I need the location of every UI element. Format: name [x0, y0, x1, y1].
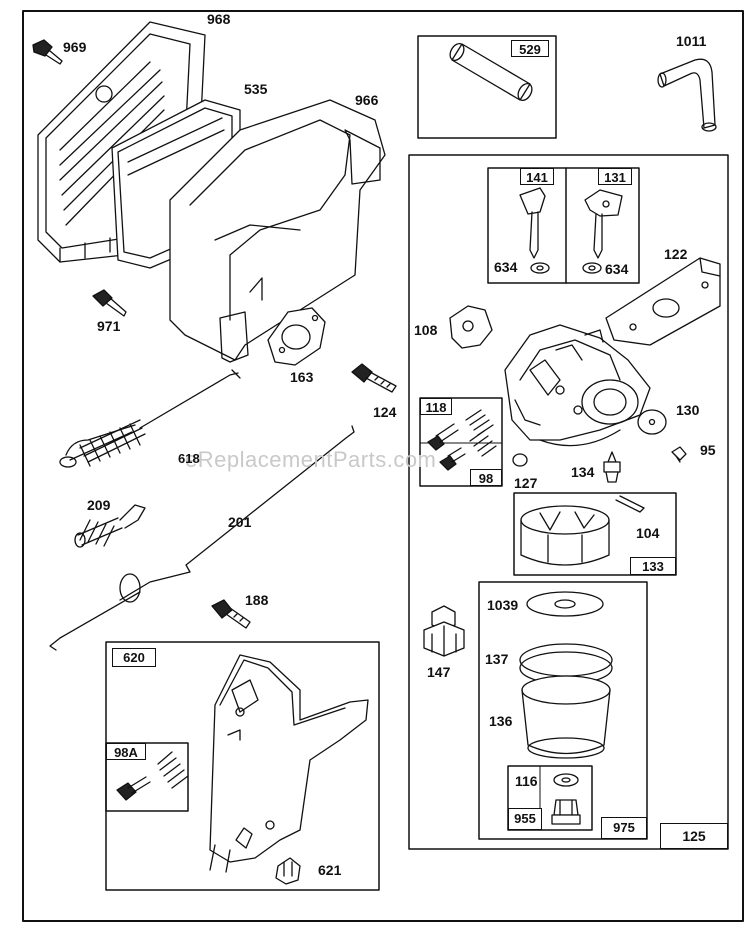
part-133-float	[520, 505, 610, 566]
part-618-spring	[59, 369, 241, 468]
carburetor-body	[504, 324, 651, 447]
label-188: 188	[245, 592, 269, 608]
label-968: 968	[207, 11, 231, 27]
outer-frame	[22, 10, 744, 922]
frame-118-98	[419, 397, 503, 487]
part-969-pin	[32, 39, 63, 65]
label-95: 95	[700, 442, 716, 458]
label-137: 137	[485, 651, 509, 667]
part-955-screw	[551, 799, 581, 825]
kit-975: 975	[601, 817, 647, 839]
label-971: 971	[97, 318, 121, 334]
part-209-spring	[74, 504, 146, 548]
label-163: 163	[290, 369, 314, 385]
label-634-a: 634	[494, 259, 518, 275]
label-134: 134	[571, 464, 595, 480]
label-104: 104	[636, 525, 660, 541]
part-122-spacer	[605, 257, 721, 346]
part-621-clip	[275, 857, 301, 885]
label-535: 535	[244, 81, 268, 97]
label-122: 122	[664, 246, 688, 262]
kit-98: 98	[470, 469, 502, 486]
watermark: eReplacementParts.com	[185, 447, 437, 472]
frame-529	[417, 35, 557, 139]
part-116-washer	[553, 773, 579, 787]
part-104-pin	[615, 495, 645, 513]
part-966-cover	[169, 99, 386, 363]
frame-141-131	[487, 167, 640, 284]
frame-975	[478, 581, 648, 840]
part-127-oring	[512, 453, 528, 467]
label-966: 966	[355, 92, 379, 108]
part-134-needle	[603, 451, 621, 483]
label-116: 116	[515, 773, 538, 789]
part-147-nut	[423, 605, 465, 657]
label-130: 130	[676, 402, 700, 418]
label-1011: 1011	[676, 33, 707, 49]
label-147: 147	[427, 664, 451, 680]
label-201: 201	[228, 514, 252, 530]
part-108-plate	[449, 305, 493, 349]
kit-125: 125	[660, 823, 728, 849]
part-98-screw-spring	[439, 430, 497, 471]
part-124-bolt	[351, 363, 397, 393]
kit-118: 118	[420, 398, 452, 415]
frame-133	[513, 492, 677, 576]
label-136: 136	[489, 713, 513, 729]
label-209: 209	[87, 497, 111, 513]
label-127: 127	[514, 475, 538, 491]
label-634-b: 634	[605, 261, 629, 277]
frame-116-955	[507, 765, 593, 831]
part-118-screw-spring	[427, 409, 494, 451]
label-124: 124	[373, 404, 397, 420]
kit-620: 620	[112, 648, 156, 667]
part-136-bowl	[521, 675, 611, 759]
part-130-washer	[637, 409, 667, 435]
frame-98a	[105, 742, 189, 812]
part-131-needle	[582, 189, 623, 274]
label-621: 621	[318, 862, 342, 878]
kit-131: 131	[598, 168, 632, 185]
label-1039: 1039	[487, 597, 519, 613]
frame-125	[408, 154, 729, 850]
part-98a-screw-spring	[116, 751, 189, 801]
kit-141: 141	[520, 168, 554, 185]
part-163-gasket	[267, 307, 326, 366]
kit-529: 529	[511, 40, 549, 57]
part-529-tube	[449, 42, 533, 102]
part-141-needle	[519, 187, 550, 274]
part-188-screw	[211, 599, 251, 629]
label-969: 969	[63, 39, 87, 55]
part-1011-hose	[657, 58, 717, 132]
label-108: 108	[414, 322, 438, 338]
kit-98a: 98A	[106, 743, 146, 760]
label-618: 618	[178, 451, 200, 466]
part-971-screw	[92, 289, 127, 317]
part-1039-gasket	[526, 591, 604, 617]
part-201-link	[49, 425, 355, 651]
part-95-screw	[671, 446, 687, 463]
part-620-bracket	[209, 654, 369, 873]
kit-133: 133	[630, 557, 676, 575]
kit-955: 955	[508, 808, 542, 830]
